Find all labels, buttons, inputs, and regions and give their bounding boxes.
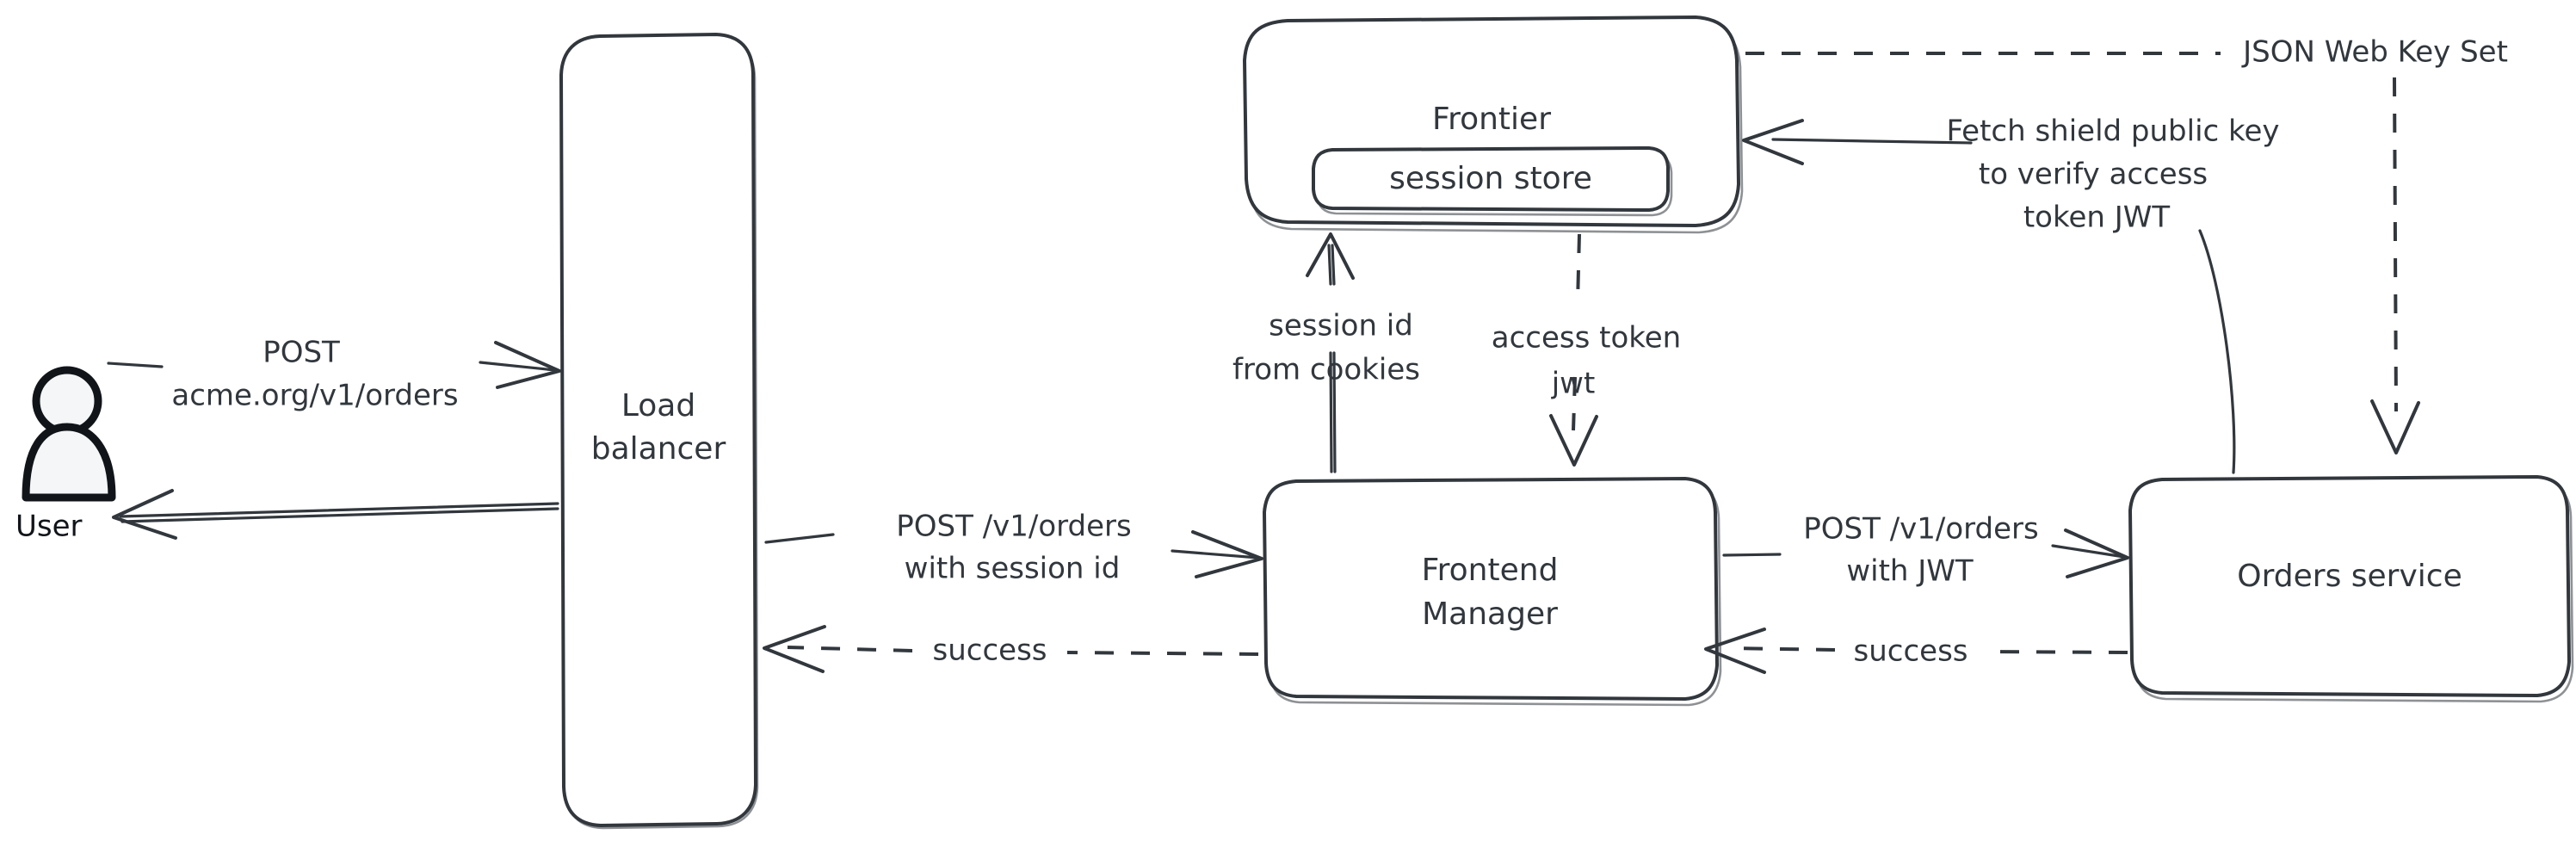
edge-jwks-label: JSON Web Key Set — [2241, 35, 2508, 70]
edge-fm-frontier-lower — [1327, 244, 1332, 286]
edge-orders-service-to-frontend-manager[interactable]: success — [1704, 628, 2128, 674]
edge-fm-frontier-label-line1: session id — [1269, 309, 1413, 343]
edge-load-balancer-to-user[interactable] — [112, 489, 559, 540]
node-user[interactable]: User — [15, 366, 116, 544]
edge-load-balancer-to-frontend-manager[interactable]: POST /v1/orders with session id — [764, 510, 1263, 586]
frontend-manager-label-line2: Manager — [1422, 597, 1558, 632]
node-orders-service[interactable]: Orders service — [2128, 475, 2574, 703]
edge-orders-frontier-curve — [2198, 229, 2236, 474]
edge-fm-frontier-upper-2 — [1332, 351, 1337, 473]
load-balancer-label-line2: balancer — [591, 431, 726, 467]
edge-fm-orders-line — [2051, 544, 2126, 559]
node-user-label: User — [15, 510, 83, 544]
edge-lb-fm-line — [1171, 549, 1260, 560]
session-store-box — [1312, 146, 1670, 212]
edge-user-lb-stub — [107, 362, 164, 368]
edge-lb-user-arrowhead — [112, 489, 177, 540]
edge-orders-frontier-line — [1771, 138, 1973, 145]
edge-orders-frontier-arrowhead — [1742, 119, 1804, 165]
edge-orders-fm-label: success — [1854, 634, 1968, 669]
edge-frontier-fm-dash-upper — [1576, 233, 1581, 304]
edge-orders-fm-arrowhead — [1704, 628, 1766, 674]
frontend-manager-box — [1263, 477, 1719, 701]
edge-user-lb-label-line2: acme.org/v1/orders — [171, 379, 458, 413]
edge-orders-service-to-frontier[interactable]: Fetch shield public key to verify access… — [1742, 114, 2280, 474]
orders-service-label: Orders service — [2237, 559, 2462, 594]
edge-frontier-fm-dash-lower — [1572, 376, 1577, 431]
edge-lb-fm-label-line1: POST /v1/orders — [896, 510, 1131, 544]
edge-frontier-fm-label-line2: jwt — [1551, 367, 1596, 401]
load-balancer-box — [559, 33, 757, 827]
edge-user-to-load-balancer[interactable]: POST acme.org/v1/orders — [107, 336, 561, 413]
user-body-icon — [22, 423, 116, 502]
edge-lb-fm-label-line2: with session id — [905, 552, 1121, 586]
edge-fm-frontier-label-line2: from cookies — [1232, 353, 1420, 387]
edge-fm-orders-stub — [1722, 553, 1782, 557]
edge-fm-orders-label-line1: POST /v1/orders — [1803, 512, 2038, 547]
edge-user-lb-line — [479, 361, 557, 372]
node-load-balancer[interactable]: Load balancer — [559, 33, 759, 830]
edge-lb-user-line — [119, 502, 559, 518]
edge-fm-orders-label-line2: with JWT — [1846, 554, 1974, 589]
edge-fm-lb-arrowhead — [763, 625, 826, 673]
edge-frontier-fm-arrowhead — [1549, 414, 1598, 467]
edge-jwks-arrowhead — [2370, 399, 2420, 454]
edge-lb-fm-stub — [764, 533, 835, 544]
edge-fm-lb-dash-right — [1066, 651, 1259, 656]
edge-lb-user-line-2 — [120, 507, 559, 523]
edge-orders-frontier-label-line1: Fetch shield public key — [1946, 114, 2279, 149]
edge-lb-fm-arrowhead — [1191, 530, 1263, 578]
node-session-store[interactable]: session store — [1312, 146, 1673, 217]
frontier-label: Frontier — [1432, 102, 1551, 137]
edge-fm-orders-arrowhead — [2064, 529, 2129, 578]
edge-jwks-vertical — [2393, 77, 2398, 412]
node-frontend-manager[interactable]: Frontend Manager — [1263, 477, 1722, 707]
edge-orders-frontier-label-line3: token JWT — [2023, 201, 2171, 235]
session-store-label: session store — [1389, 161, 1592, 196]
edge-frontier-to-orders-service-jwks[interactable]: JSON Web Key Set — [1745, 35, 2508, 454]
edge-fm-lb-dash-left — [787, 646, 913, 652]
orders-service-box — [2128, 475, 2571, 697]
edge-user-lb-arrowhead — [494, 341, 561, 389]
load-balancer-label-line1: Load — [621, 388, 695, 424]
edge-orders-frontier-label-line2: to verify access — [1979, 158, 2208, 192]
edge-fm-frontier-arrowhead — [1306, 232, 1355, 280]
edge-frontier-to-frontend-manager[interactable]: access token jwt — [1492, 233, 1681, 467]
user-head-icon — [32, 366, 102, 436]
edge-frontend-manager-to-load-balancer[interactable]: success — [763, 625, 1259, 673]
edge-user-lb-label-line1: POST — [263, 336, 340, 370]
edge-fm-frontier-lower-2 — [1331, 244, 1336, 286]
frontend-manager-label-line1: Frontend — [1422, 553, 1559, 588]
node-frontier[interactable]: Frontier session store — [1243, 15, 1744, 234]
edge-fm-lb-label: success — [933, 634, 1047, 668]
edge-orders-fm-dash-left — [1729, 646, 1836, 652]
edge-frontend-manager-to-frontier[interactable]: session id from cookies — [1232, 232, 1420, 473]
edge-frontend-manager-to-orders-service[interactable]: POST /v1/orders with JWT — [1722, 512, 2129, 589]
edge-frontier-fm-label-line1: access token — [1492, 321, 1681, 355]
